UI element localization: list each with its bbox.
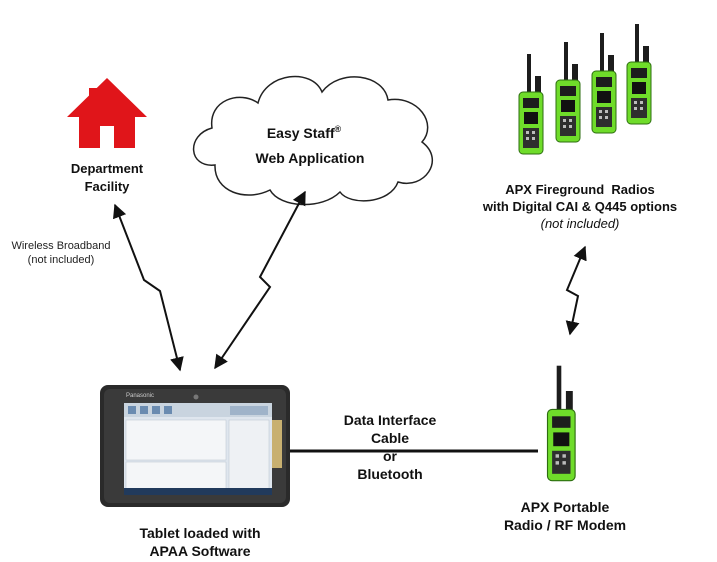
fireground-note: (not included) bbox=[540, 216, 620, 231]
tablet-image bbox=[100, 385, 290, 507]
fireground-label: APX Fireground Radios with Digital CAI &… bbox=[460, 181, 700, 232]
tablet-line2: APAA Software bbox=[149, 543, 251, 559]
data-interface-label: Data Interface Cable or Bluetooth bbox=[320, 411, 460, 483]
link-line2: Cable bbox=[370, 430, 410, 446]
department-label: Department Facility bbox=[52, 160, 162, 196]
cloud-registered-mark: ® bbox=[335, 124, 342, 134]
link-line4: Bluetooth bbox=[357, 466, 423, 482]
fireground-radios-image bbox=[518, 23, 652, 155]
rf-link bbox=[565, 245, 587, 336]
house-icon bbox=[67, 78, 147, 148]
link-line3: or bbox=[383, 448, 397, 464]
wireless-link-cloud bbox=[214, 190, 306, 370]
wireless-label: Wireless Broadband (not included) bbox=[2, 239, 120, 267]
link-line1: Data Interface bbox=[343, 412, 437, 428]
cloud-title: Easy Staff® bbox=[267, 124, 342, 141]
tablet-brand: Panasonic bbox=[126, 393, 154, 399]
tablet-label: Tablet loaded with APAA Software bbox=[110, 524, 290, 560]
wireless-line2: (not included) bbox=[27, 254, 95, 266]
cloud-subtitle: Web Application bbox=[256, 150, 365, 166]
fireground-line2: with Digital CAI & Q445 options bbox=[482, 199, 678, 214]
fireground-line1: APX Fireground Radios bbox=[505, 182, 655, 197]
wireless-link-department bbox=[113, 203, 184, 372]
portable-line2: Radio / RF Modem bbox=[503, 517, 627, 533]
portable-label: APX Portable Radio / RF Modem bbox=[490, 498, 640, 534]
department-line2: Facility bbox=[84, 179, 130, 194]
portable-line1: APX Portable bbox=[520, 499, 610, 515]
tablet-line1: Tablet loaded with bbox=[139, 525, 261, 541]
wireless-line1: Wireless Broadband bbox=[11, 240, 111, 252]
department-line1: Department bbox=[70, 161, 144, 176]
portable-radio-image bbox=[546, 365, 576, 482]
